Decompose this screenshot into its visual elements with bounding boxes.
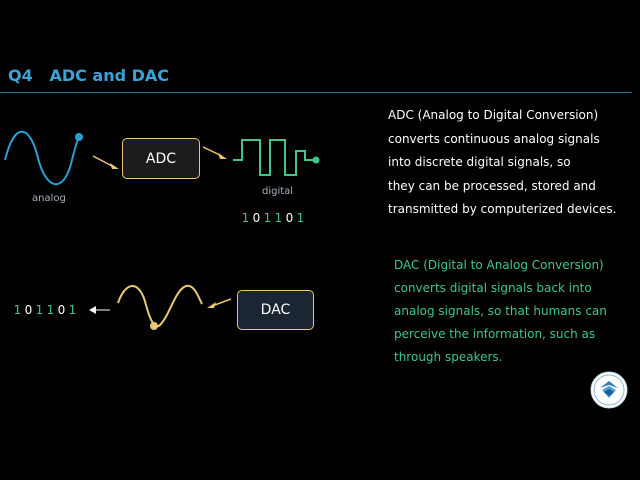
bit: 1 — [35, 303, 44, 317]
adc-text-line: into discrete digital signals, so — [388, 155, 571, 169]
arrow-adc-to-digital-head — [218, 153, 227, 159]
bit: 0 — [252, 211, 261, 225]
title-divider — [0, 92, 632, 93]
dac-box: DAC — [237, 290, 314, 330]
dac-text-line: analog signals, so that humans can — [394, 304, 607, 318]
arrow-analog-to-adc — [92, 155, 115, 168]
arrow-dac-to-analog — [211, 298, 232, 307]
digital-wave — [233, 139, 315, 176]
dac-text-line: DAC (Digital to Analog Conversion) — [394, 258, 604, 272]
bit: 1 — [241, 211, 250, 225]
arrow-analog-to-adc-head — [110, 163, 119, 169]
bit: 0 — [285, 211, 294, 225]
adc-text-line: transmitted by computerized devices. — [388, 202, 617, 216]
dac-description: DAC (Digital to Analog Conversion) conve… — [394, 254, 634, 369]
bit: 1 — [263, 211, 272, 225]
slide-title: Q4 ADC and DAC — [8, 66, 170, 85]
arrow-dac-to-analog-head — [207, 302, 216, 308]
dac-output-wave — [117, 284, 203, 328]
bit: 0 — [57, 303, 66, 317]
bit: 0 — [24, 303, 33, 317]
analog-wave — [4, 130, 80, 186]
analog-wave-end-dot — [75, 133, 83, 141]
adc-box: ADC — [122, 138, 200, 179]
bit: 1 — [46, 303, 55, 317]
adc-text-line: converts continuous analog signals — [388, 131, 600, 146]
bit: 1 — [296, 211, 305, 225]
bit: 1 — [13, 303, 22, 317]
bit: 1 — [274, 211, 283, 225]
dac-text-line: perceive the information, such as — [394, 327, 596, 341]
adc-text-line: ADC (Analog to Digital Conversion) — [388, 108, 599, 122]
analog-label: analog — [32, 193, 66, 204]
arrow-wave-to-bits-head — [89, 306, 96, 314]
digital-label: digital — [262, 186, 294, 197]
digital-wave-end-dot — [312, 156, 320, 164]
adc-description: ADC (Analog to Digital Conversion) conve… — [388, 104, 633, 222]
university-emblem-icon — [590, 371, 628, 409]
dac-text-line: converts digital signals back into — [394, 281, 592, 295]
dac-text-line: through speakers. — [394, 350, 503, 364]
adc-text-line: they can be processed, stored and — [388, 178, 596, 193]
bit: 1 — [68, 303, 77, 317]
dac-output-wave-dot — [150, 322, 158, 330]
